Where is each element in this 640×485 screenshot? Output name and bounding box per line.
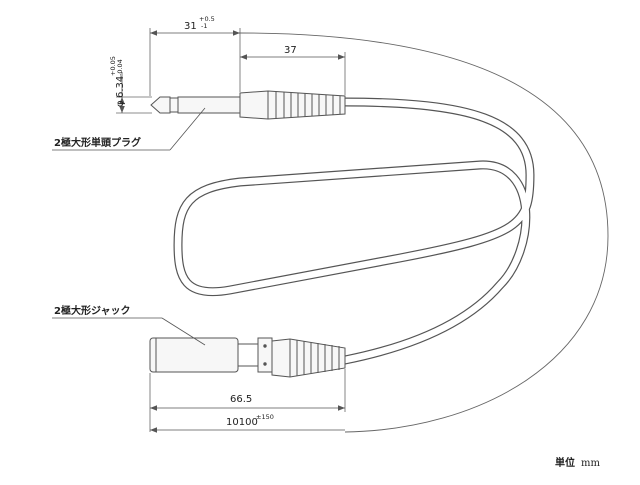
dim-31-value: 31 (184, 21, 197, 32)
dim-diameter: φ 6.34 +0.05 -0.04 (109, 56, 126, 107)
dim-10100: 10100 ±150 (226, 413, 274, 428)
dimension-lines (119, 30, 345, 433)
dim-dia-value: 6.34 (115, 76, 126, 98)
plug-sleeve (177, 96, 241, 114)
jack-grip-ridges (289, 339, 340, 377)
dim-dia-prefix: φ (115, 100, 126, 107)
dim-dia-tol-upper: +0.05 (109, 56, 117, 76)
cable (173, 97, 535, 365)
unit-value: mm (581, 458, 600, 469)
callout-leaders (52, 107, 206, 346)
dim-31: 31 +0.5 -1 (184, 15, 215, 32)
jack-barrel (149, 337, 239, 373)
jack-callout-label: 2極大形ジャック (54, 304, 130, 317)
plug-ring (169, 97, 179, 113)
plug-tip (150, 96, 171, 114)
plug (150, 90, 346, 120)
jack-body (271, 338, 346, 378)
plug-callout-label: 2極大形単頭プラグ (54, 136, 141, 149)
jack-collar (257, 337, 273, 373)
outer-arc (237, 32, 609, 433)
dim-10100-tolerance: ±150 (256, 413, 274, 421)
unit-label: 単位 (555, 456, 575, 469)
plug-body (239, 90, 346, 120)
jack (149, 337, 346, 378)
dim-31-tol-upper: +0.5 (199, 15, 215, 23)
dim-66-5-value: 66.5 (230, 394, 252, 405)
dim-10100-value: 10100 (226, 417, 258, 428)
unit-note: 単位 mm (555, 456, 600, 469)
dim-dia-tol-lower: -0.04 (116, 59, 124, 76)
dim-37-value: 37 (284, 45, 297, 56)
dim-31-tol-lower: -1 (201, 22, 207, 30)
plug-grip-ridges (267, 91, 341, 119)
